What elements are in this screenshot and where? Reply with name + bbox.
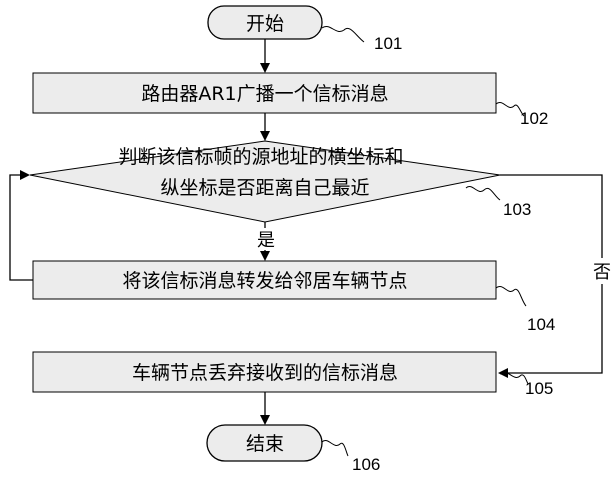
start-label: 开始 — [246, 13, 284, 35]
start-ref-leader — [322, 26, 364, 42]
discard-ref: 105 — [525, 379, 553, 398]
forward-ref-leader — [496, 286, 526, 306]
decision-ref-leader — [466, 186, 500, 200]
decision-line1: 判断该信标帧的源地址的横坐标和 — [118, 146, 403, 168]
decision-line2: 纵坐标是否距离自己最近 — [160, 177, 369, 199]
discard-label: 车辆节点丢弃接收到的信标消息 — [132, 362, 398, 384]
broadcast-ref: 102 — [520, 109, 548, 128]
loop-back-line — [10, 175, 33, 280]
yes-label: 是 — [257, 230, 275, 251]
end-ref: 106 — [352, 455, 380, 474]
broadcast-label: 路由器AR1广播一个信标消息 — [141, 83, 388, 105]
discard-ref-leader — [500, 372, 528, 384]
end-ref-leader — [322, 440, 348, 456]
decision-ref: 103 — [503, 200, 531, 219]
end-label: 结束 — [246, 433, 284, 455]
no-label: 否 — [593, 262, 611, 283]
forward-label: 将该信标消息转发给邻居车辆节点 — [122, 270, 407, 292]
forward-ref: 104 — [527, 315, 555, 334]
start-ref: 101 — [374, 34, 402, 53]
